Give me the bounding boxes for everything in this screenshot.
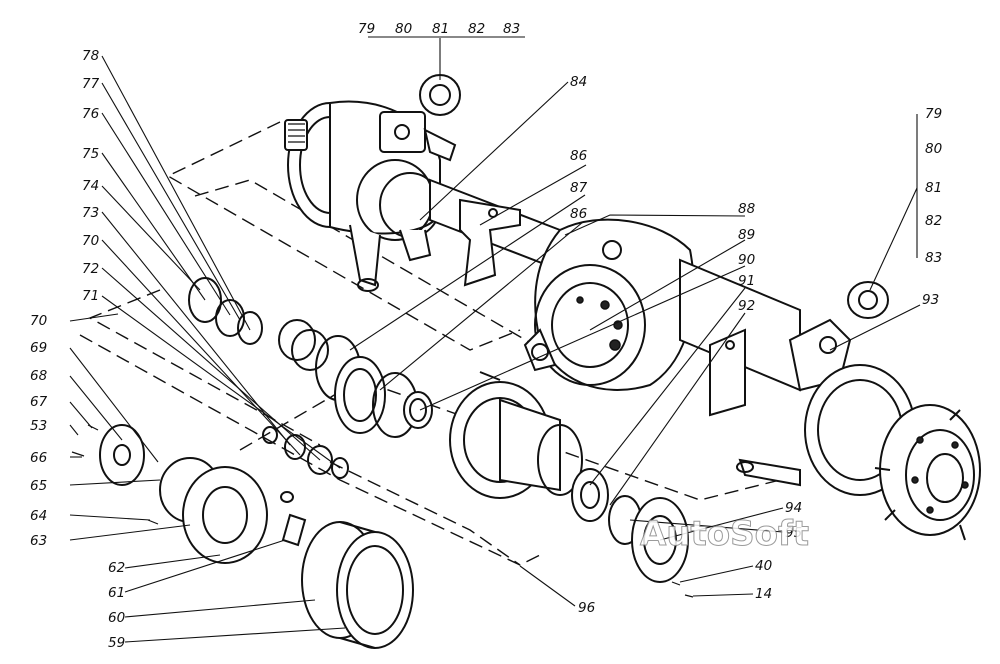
callout-92: 92 (738, 298, 755, 314)
right-group-label-83: 83 (925, 250, 942, 266)
callout-71: 71 (82, 288, 99, 304)
callout-68: 68 (30, 368, 47, 384)
callout-96: 96 (578, 600, 595, 616)
callout-72: 72 (82, 261, 99, 277)
callout-88: 88 (738, 201, 755, 217)
callout-73: 73 (82, 205, 99, 221)
callout-90: 90 (738, 252, 755, 268)
callout-60: 60 (108, 610, 125, 626)
callout-86-upper: 86 (570, 148, 587, 164)
callout-77: 77 (82, 76, 100, 92)
top-group-label-81: 81 (432, 21, 449, 37)
callout-84: 84 (570, 74, 587, 90)
callout-70-upper: 70 (82, 233, 99, 249)
callout-66: 66 (30, 450, 47, 466)
callout-64: 64 (30, 508, 47, 524)
callout-89: 89 (738, 227, 755, 243)
callout-87: 87 (570, 180, 588, 196)
callout-95: 95 (785, 525, 802, 541)
callout-59: 59 (108, 635, 125, 651)
callout-63: 63 (30, 533, 47, 549)
callout-74: 74 (82, 178, 99, 194)
callout-40: 40 (755, 558, 772, 574)
callout-91: 91 (738, 273, 755, 289)
callout-62: 62 (108, 560, 125, 576)
leader-lines (69, 36, 921, 643)
callout-86-lower: 86 (570, 206, 587, 222)
right-hub-assembly (736, 318, 981, 541)
right-group-label-80: 80 (925, 141, 942, 157)
callout-70-lower: 70 (30, 313, 47, 329)
callout-61: 61 (108, 585, 125, 601)
callout-69: 69 (30, 340, 47, 356)
callout-53: 53 (30, 418, 47, 434)
top-group-label-83: 83 (503, 21, 520, 37)
callout-labels: 79 80 81 82 83 79 80 81 82 83 84 86 87 8… (30, 21, 942, 651)
callout-14: 14 (755, 586, 772, 602)
top-group-label-82: 82 (468, 21, 485, 37)
right-group-label-79: 79 (925, 106, 942, 122)
callout-94: 94 (785, 500, 802, 516)
exploded-centre-parts (278, 319, 689, 583)
callout-93: 93 (922, 292, 939, 308)
callout-65: 65 (30, 478, 47, 494)
callout-78: 78 (82, 48, 99, 64)
watermark-text: AutoSoft (640, 514, 809, 554)
callout-76: 76 (82, 106, 99, 122)
differential-housing (523, 218, 801, 417)
top-group-label-79: 79 (358, 21, 375, 37)
right-group-label-82: 82 (925, 213, 942, 229)
exploded-planetary-parts (71, 277, 694, 649)
right-group-label-81: 81 (925, 180, 942, 196)
callout-75: 75 (82, 146, 99, 162)
callout-67: 67 (30, 394, 48, 410)
left-axle-housing-end (284, 100, 561, 292)
top-group-label-80: 80 (395, 21, 412, 37)
